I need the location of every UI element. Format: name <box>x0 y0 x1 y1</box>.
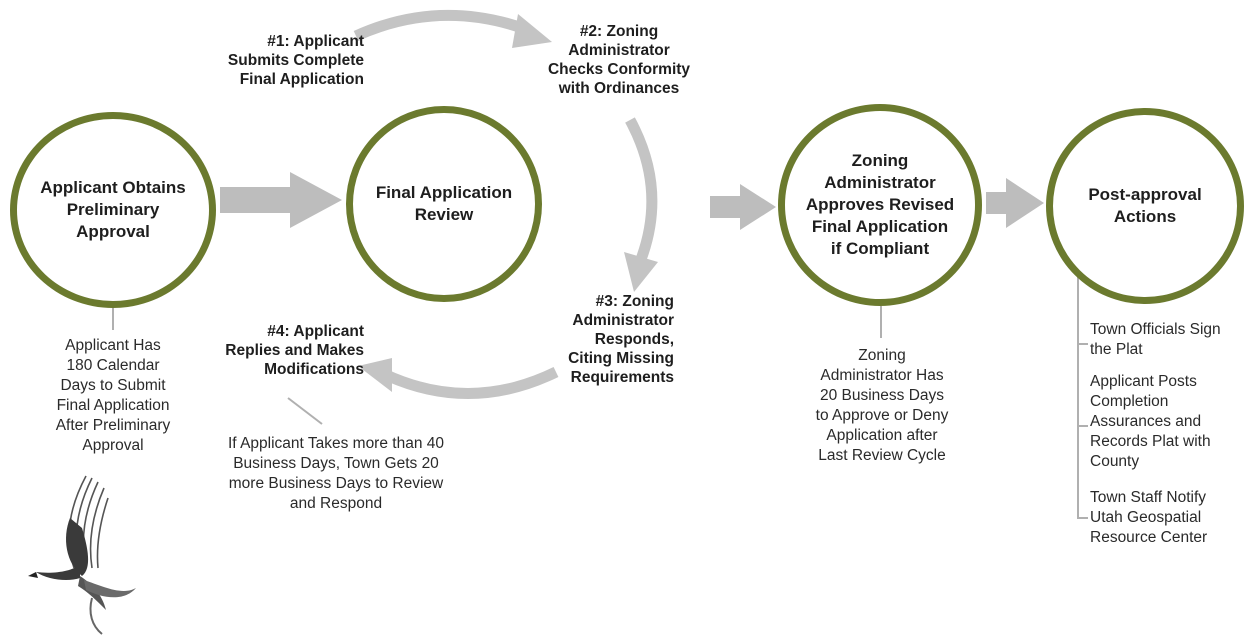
connector-post-bracket <box>1077 262 1088 519</box>
circle-preliminary-label: Applicant Obtains Preliminary Approval <box>40 178 186 241</box>
curve-arrow-bottom-head <box>358 358 392 392</box>
arrow-preliminary-to-review <box>220 172 342 228</box>
connector-step4-note <box>287 397 323 425</box>
circle-zoning-approves: Zoning Administrator Approves Revised Fi… <box>778 104 982 306</box>
post-action-item: Town Officials Sign the Plat <box>1090 321 1221 358</box>
curve-arrow-right <box>625 117 658 264</box>
note-town-days: If Applicant Takes more than 40 Business… <box>228 435 444 512</box>
step-4-label: #4: Applicant Replies and Makes Modifica… <box>225 323 364 378</box>
curve-arrow-top-head <box>512 14 552 48</box>
step-2-label: #2: Zoning Administrator Checks Conformi… <box>547 23 691 97</box>
curve-arrow-right-head <box>624 252 658 292</box>
step-3-label: #3: Zoning Administrator Responds, Citin… <box>568 293 674 386</box>
circle-final-application-review: Final Application Review <box>346 106 542 302</box>
step-1-label: #1: Applicant Submits Complete Final App… <box>227 33 364 88</box>
note-zoning-days: Zoning Administrator Has 20 Business Day… <box>815 347 949 464</box>
note-applicant-days: Applicant Has 180 Calendar Days to Submi… <box>55 337 171 454</box>
circle-post-approval: Post-approval Actions <box>1046 108 1244 304</box>
bird-logo-icon <box>28 475 136 635</box>
curve-arrow-bottom <box>381 367 559 399</box>
post-action-item: Applicant Posts Completion Assurances an… <box>1090 373 1211 470</box>
arrow-approves-to-post <box>986 178 1044 228</box>
circle-post-label: Post-approval Actions <box>1088 185 1202 226</box>
circle-review-label: Final Application Review <box>375 183 513 224</box>
curve-arrow-top <box>353 9 530 42</box>
arrow-review-to-approves <box>710 184 776 230</box>
post-action-item: Town Staff Notify Utah Geospatial Resour… <box>1090 489 1208 546</box>
circle-preliminary-approval: Applicant Obtains Preliminary Approval <box>10 112 216 308</box>
circle-approves-label: Zoning Administrator Approves Revised Fi… <box>805 151 955 258</box>
